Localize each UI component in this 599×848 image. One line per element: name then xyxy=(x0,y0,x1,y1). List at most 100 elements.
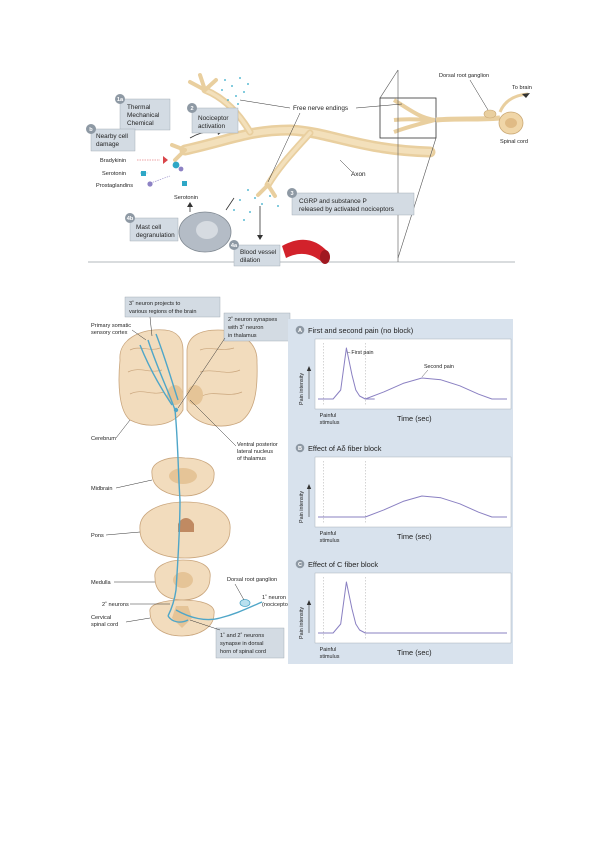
pathway-fibers xyxy=(139,333,263,623)
step-1a-box: 1a Thermal Mechanical Chemical xyxy=(115,94,171,131)
y-axis-label: Pain intensity xyxy=(299,373,305,405)
second-neurons-label: 2˚ neurons xyxy=(102,601,129,608)
serotonin-marker xyxy=(141,171,146,176)
step-4a-line-1: Blood vessel xyxy=(240,249,276,256)
plot-letter: B xyxy=(298,446,302,452)
callout-second-neuron-line-3: in thalamus xyxy=(228,333,257,339)
callout-first-second-line-3: horn of spinal cord xyxy=(220,649,266,655)
y-axis-arrowhead xyxy=(306,600,312,605)
step-4a-number: 4a xyxy=(231,243,238,249)
series-line-0 xyxy=(318,495,507,518)
plot-area xyxy=(314,338,512,410)
stimulus-label-1: Painful xyxy=(320,413,336,419)
plot-letter-badge xyxy=(295,559,305,569)
stimulus-label-2: stimulus xyxy=(320,538,340,544)
step-1b-line-2: damage xyxy=(96,141,120,148)
callout-third-neuron-line-1: 3˚ neuron projects to xyxy=(129,300,180,307)
blood-vessel xyxy=(282,239,328,262)
step-4b-line-2: degranulation xyxy=(136,232,175,239)
step-2-box: 2 Nociceptor activation xyxy=(187,103,239,134)
plot-title: Effect of Aδ fiber block xyxy=(308,444,382,453)
step-1b-line-1: Nearby cell xyxy=(96,133,128,140)
midbrain-section xyxy=(151,457,215,497)
medulla-label: Medulla xyxy=(91,580,111,586)
ganglion-icon xyxy=(483,109,497,119)
callout-first-second-line-1: 1˚ and 2˚ neurons xyxy=(220,632,264,639)
callout-third-neuron-line-2: various regions of the brain xyxy=(129,309,196,315)
spinal-cord-label: Spinal cord xyxy=(500,139,528,145)
plot-area xyxy=(314,456,512,528)
cervical-spinal-cord-section xyxy=(149,599,215,637)
plot-letter-badge xyxy=(295,443,305,453)
plot-letter: A xyxy=(298,328,302,334)
pons-section xyxy=(139,501,231,559)
callout-third-neuron: 3˚ neuron projects to various regions of… xyxy=(124,296,221,337)
medulla-section xyxy=(154,559,211,601)
step-4b-number: 4b xyxy=(127,216,134,222)
step-1b-number: b xyxy=(89,127,93,133)
serotonin-square xyxy=(182,181,187,186)
step-2-number: 2 xyxy=(190,106,193,112)
dorsal-root-ganglion-icon xyxy=(239,599,251,607)
step-1a-number: 1a xyxy=(117,97,124,103)
first-pain-leader xyxy=(347,351,351,354)
nociceptor-figure: Bradykinin Serotonin Prostaglandins Sero… xyxy=(86,69,532,267)
plot-area xyxy=(314,572,512,644)
step-3-line-1: CGRP and substance P xyxy=(299,198,367,205)
x-axis-label: Time (sec) xyxy=(397,414,432,423)
pathway-dorsal-root-ganglion-label: Dorsal root ganglion xyxy=(227,577,277,583)
step-1b-box: b Nearby cell damage xyxy=(86,124,136,152)
to-brain-label: To brain xyxy=(512,85,532,91)
thalamus-synapse-dot xyxy=(173,407,179,413)
step-3-number: 3 xyxy=(290,191,293,197)
step-4a-box: 4a Blood vessel dilation xyxy=(229,240,281,267)
series-line-0 xyxy=(318,581,507,634)
y-axis-label: Pain intensity xyxy=(299,491,305,523)
step-2-line-1: Nociceptor xyxy=(198,115,229,122)
to-brain-arrow xyxy=(522,93,530,98)
series-line-second-pain xyxy=(365,377,507,400)
stimulus-label-2: stimulus xyxy=(320,420,340,426)
callout-first-second-line-2: synapse in dorsal xyxy=(220,641,264,647)
step-3-line-2: released by activated nociceptors xyxy=(299,206,394,213)
plot-letter-badge xyxy=(295,325,305,335)
legend-bradykinin: Bradykinin xyxy=(100,158,126,164)
plot-title: Effect of C fiber block xyxy=(308,560,378,569)
substance-dots xyxy=(221,77,279,221)
pons-label: Pons xyxy=(91,533,104,539)
x-axis-label: Time (sec) xyxy=(397,532,432,541)
midbrain-label: Midbrain xyxy=(91,486,112,492)
callout-first-second-synapse: 1˚ and 2˚ neurons synapse in dorsal horn… xyxy=(189,619,285,659)
cervical-label-1: Cervical xyxy=(91,615,111,621)
serotonin-label: Serotonin xyxy=(174,195,198,201)
step-4b-box: 4b Mast cell degranulation xyxy=(125,213,179,242)
cervical-label-2: spinal cord xyxy=(91,622,118,628)
ventral-posterior-label-1: Ventral posterior xyxy=(237,442,278,448)
step-2-line-2: activation xyxy=(198,123,225,130)
first-neuron-label-1: 1˚ neuron xyxy=(262,594,286,601)
callout-second-neuron-synapses: 2˚ neuron synapses with 3˚ neuron in tha… xyxy=(177,312,291,409)
callout-second-neuron-line-1: 2˚ neuron synapses xyxy=(228,316,277,323)
legend-prostaglandins: Prostaglandins xyxy=(96,183,133,189)
second-pain-leader xyxy=(421,369,429,378)
ventral-posterior-label-3: of thalamus xyxy=(237,456,266,462)
primary-somatic-label-2: sensory cortex xyxy=(91,330,128,336)
first-neuron-label-2: (nocicepto xyxy=(262,602,288,608)
series-line-first-pain xyxy=(318,347,375,400)
step-3-box: 3 CGRP and substance P released by activ… xyxy=(287,188,415,216)
x-axis-label: Time (sec) xyxy=(397,648,432,657)
free-nerve-endings-label: Free nerve endings xyxy=(293,105,348,112)
dorsal-root-ganglion-label: Dorsal root ganglion xyxy=(439,73,489,79)
y-axis-arrowhead xyxy=(306,366,312,371)
first-pain-label: First pain xyxy=(351,350,373,356)
stimulus-label-1: Painful xyxy=(320,531,336,537)
y-axis-label: Pain intensity xyxy=(299,607,305,639)
pain-pathway-figure: 3˚ neuron projects to various regions of… xyxy=(91,296,291,659)
serotonin-molecule xyxy=(172,161,180,169)
step-4a-line-2: dilation xyxy=(240,257,261,264)
